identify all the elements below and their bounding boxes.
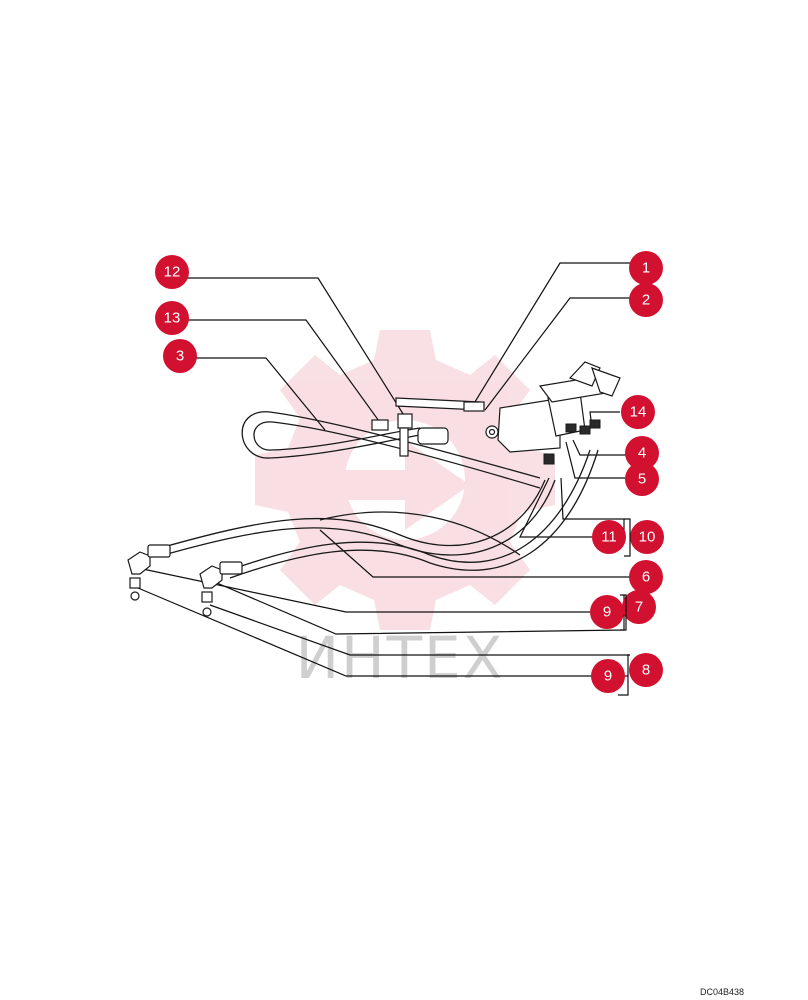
callout-12: 12 xyxy=(155,255,189,289)
callout-2: 2 xyxy=(629,283,663,317)
svg-text:6: 6 xyxy=(642,569,650,586)
svg-text:2: 2 xyxy=(642,292,650,309)
callout-1: 1 xyxy=(629,251,663,285)
hydraulic-assembly xyxy=(127,361,621,617)
callout-6: 6 xyxy=(629,560,663,594)
svg-text:14: 14 xyxy=(630,404,647,421)
callout-5: 5 xyxy=(625,462,659,496)
svg-text:9: 9 xyxy=(603,604,611,621)
svg-text:1: 1 xyxy=(642,260,650,277)
callout-13: 13 xyxy=(155,301,189,335)
svg-text:11: 11 xyxy=(601,529,617,546)
callout-7: 7 xyxy=(622,590,656,624)
watermark-text: ИНТЕХ xyxy=(296,624,505,692)
callout-9b: 9 xyxy=(591,659,625,693)
svg-text:12: 12 xyxy=(164,264,181,281)
svg-text:3: 3 xyxy=(176,348,184,365)
callout-3: 3 xyxy=(163,339,197,373)
callout-14: 14 xyxy=(621,395,655,429)
svg-text:9: 9 xyxy=(604,668,612,685)
watermark-logo xyxy=(255,330,555,630)
callout-11: 11 xyxy=(592,520,626,554)
drawing-code: DC04B438 xyxy=(700,987,744,997)
callout-9a: 9 xyxy=(590,595,624,629)
callout-4: 4 xyxy=(625,436,659,470)
svg-text:5: 5 xyxy=(638,471,646,488)
group-brackets xyxy=(620,518,631,631)
svg-text:8: 8 xyxy=(642,662,650,679)
svg-text:10: 10 xyxy=(639,529,656,546)
svg-text:7: 7 xyxy=(635,599,643,616)
callout-8: 8 xyxy=(629,653,663,687)
callout-10: 10 xyxy=(630,520,664,554)
svg-text:13: 13 xyxy=(164,310,181,327)
svg-text:4: 4 xyxy=(638,445,646,462)
